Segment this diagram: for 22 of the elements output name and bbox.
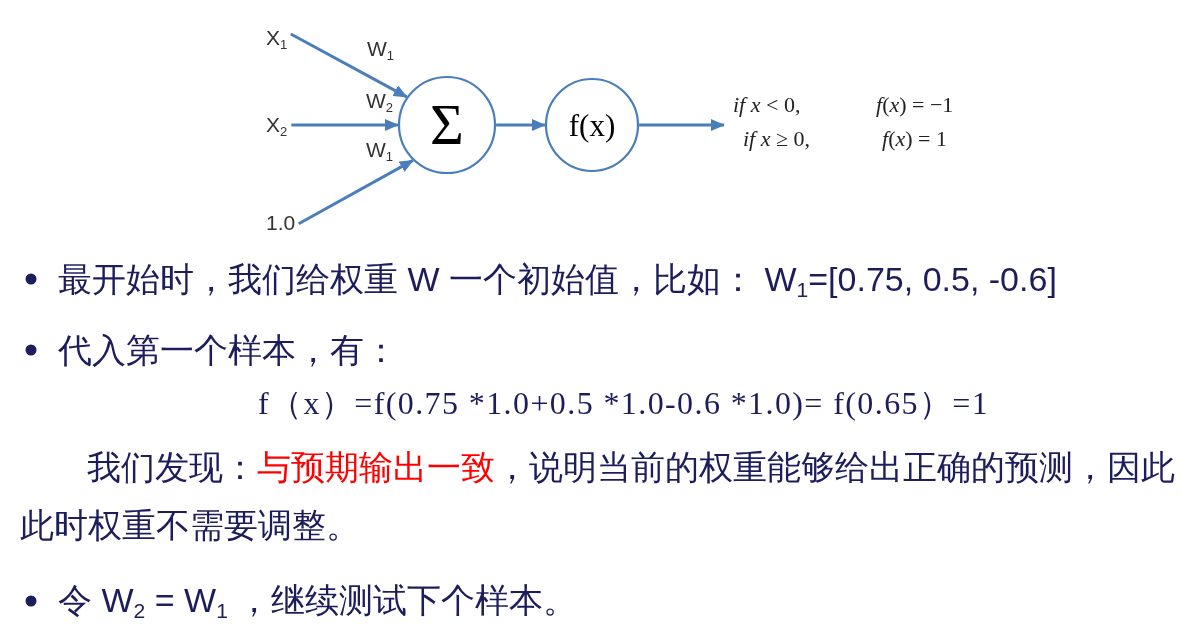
output-value: f(x) = 1: [882, 126, 947, 153]
paragraph-text: 我们发现：与预期输出一致，说明当前的权重能够给出正确的预测，因此此时权重不需要调整。: [20, 447, 1176, 546]
arrow: [291, 119, 399, 131]
arrow: [496, 119, 546, 131]
condition-text: if x < 0,: [733, 92, 801, 119]
function-label: f(x): [568, 109, 616, 141]
sigma-symbol: Σ: [430, 96, 464, 154]
input-label: X$_{2}$: [266, 112, 288, 138]
input-label: 1.0: [266, 210, 296, 236]
arrow: [297, 159, 414, 226]
weight-label: W$_{1}$: [366, 137, 394, 163]
condition-text: if x ≥ 0,: [743, 126, 811, 153]
bullet-text: 令 W$_{2}$ = W$_{1}$ ，继续测试下个样本。: [58, 580, 578, 622]
input-label: X$_{1}$: [266, 25, 288, 51]
weight-label: W$_{2}$: [366, 88, 394, 114]
weight-label: W$_{1}$: [367, 36, 395, 62]
output-value: f(x) = −1: [876, 92, 954, 119]
arrow: [290, 32, 408, 99]
bullet-text: 最开始时，我们给权重 W 一个初始值，比如： W$_{1}$=[0.75, 0.5, -0.6]: [58, 259, 1057, 301]
arrow: [639, 119, 725, 131]
bullet-text: 代入第一个样本，有：: [58, 330, 398, 371]
formula-text: f（x）=f(0.75 *1.0+0.5 *1.0-0.6 *1.0)= f(0.65）=1: [258, 384, 990, 423]
